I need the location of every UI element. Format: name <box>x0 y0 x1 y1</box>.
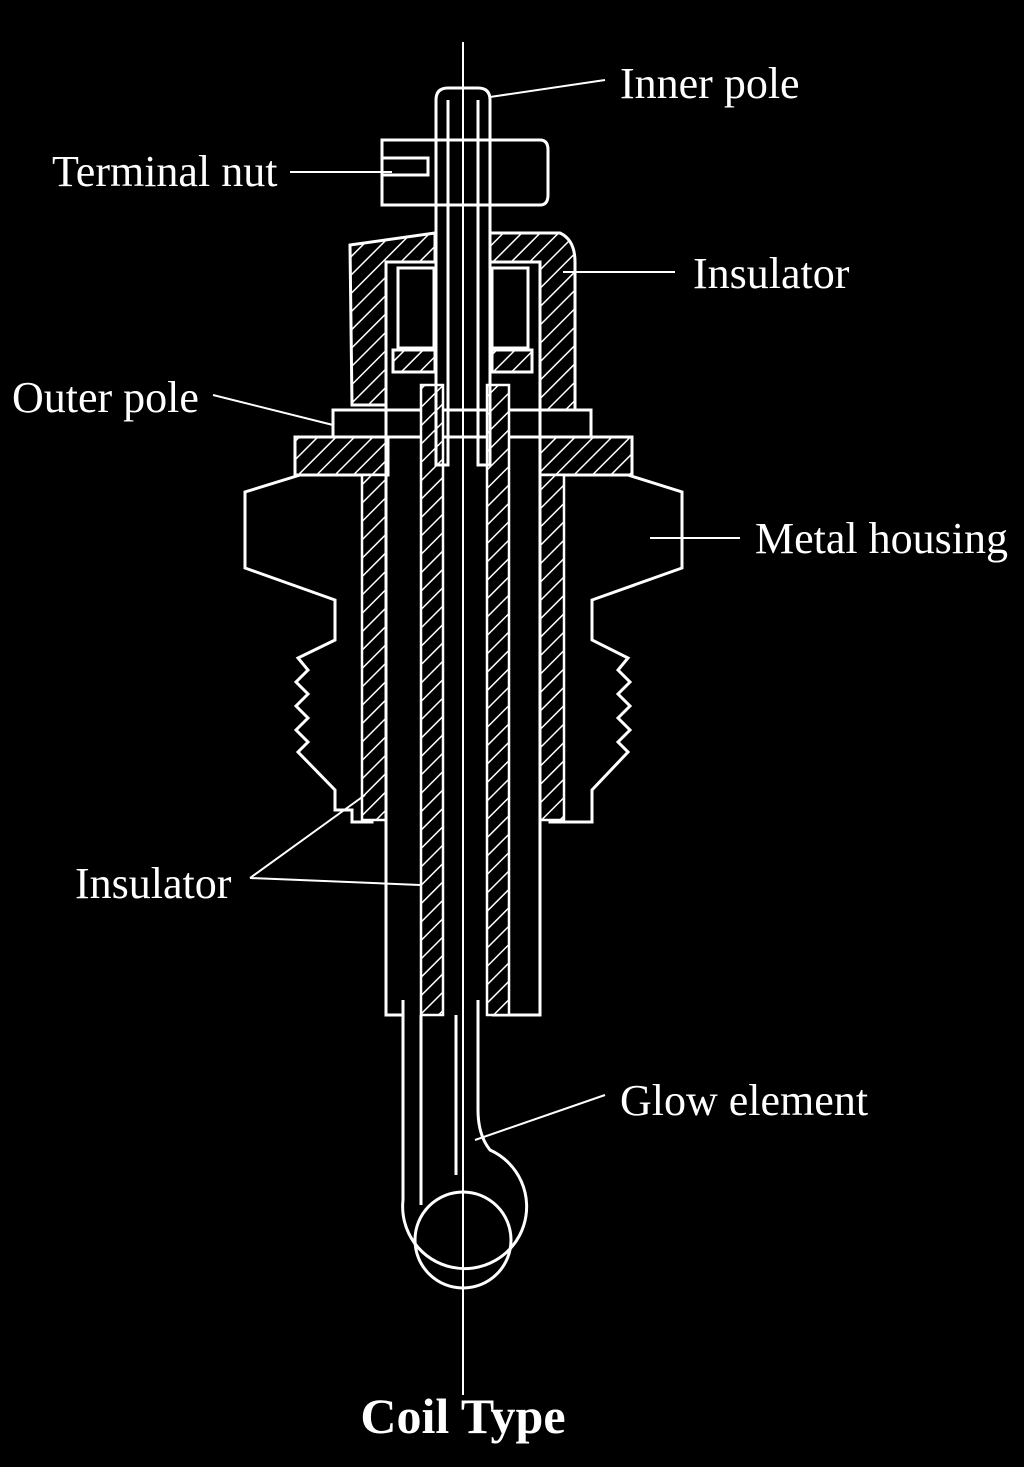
metal-housing <box>243 435 684 824</box>
terminal-nut-label: Terminal nut <box>52 147 277 196</box>
inner-pole <box>434 86 492 467</box>
glow-element-label: Glow element <box>620 1076 868 1125</box>
insulator-top-label: Insulator <box>693 249 850 298</box>
outer-insulator <box>360 473 566 822</box>
outer-pole-label: Outer pole <box>12 373 199 422</box>
insulator-cap <box>348 231 577 412</box>
metal-housing-label: Metal housing <box>755 514 1008 563</box>
inner-pole-label: Inner pole <box>620 59 800 108</box>
terminal-nut <box>380 138 550 207</box>
inner-insulator <box>419 383 511 1017</box>
insulator-bottom-label: Insulator <box>75 859 232 908</box>
outer-pole <box>331 408 593 439</box>
diagram-caption: Coil Type <box>360 1388 565 1444</box>
leader-lines <box>212 79 740 1141</box>
glow-element <box>401 1000 529 1290</box>
